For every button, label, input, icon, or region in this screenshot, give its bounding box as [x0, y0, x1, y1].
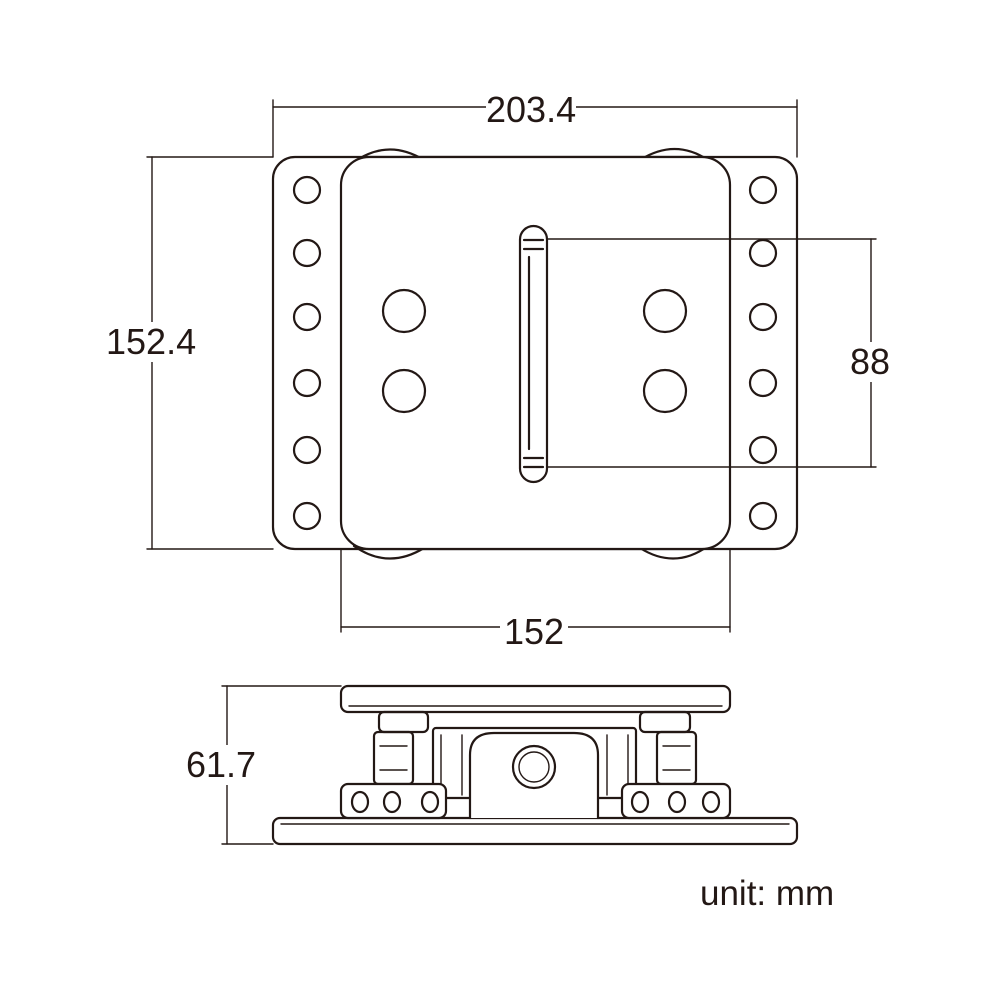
mounting-hole — [748, 175, 778, 205]
mounting-hole — [292, 175, 322, 205]
mounting-hole — [748, 302, 778, 332]
slot-outline — [518, 224, 549, 484]
left-spring-post — [372, 730, 415, 786]
mounting-hole — [748, 501, 778, 531]
large-hole — [642, 368, 688, 414]
right-bearing-block — [620, 782, 732, 820]
dimension-label-slot: 88 — [848, 341, 893, 382]
bearing-hole — [382, 790, 402, 814]
large-hole — [381, 288, 427, 334]
dimension-lines-top — [146, 99, 877, 633]
center-slot — [518, 224, 549, 484]
right-mounting-holes — [748, 175, 778, 531]
dimension-label-plate-width: 152 — [500, 612, 569, 652]
bearing-hole — [420, 790, 440, 814]
bearing-hole — [667, 790, 687, 814]
dimension-label-width: 203.4 — [486, 89, 577, 130]
mounting-hole — [292, 368, 322, 398]
mounting-hole — [748, 368, 778, 398]
center-block — [468, 731, 600, 820]
dimension-label-depth: 152.4 — [106, 321, 199, 362]
top-view — [271, 148, 799, 560]
mounting-hole — [292, 435, 322, 465]
mounting-hole — [292, 501, 322, 531]
left-bearing-block — [339, 782, 448, 820]
mounting-hole — [292, 302, 322, 332]
bearing-hole — [701, 790, 721, 814]
dimension-label-height: 61.7 — [186, 745, 261, 785]
mounting-hole — [292, 238, 322, 268]
bottom-left-bump — [352, 544, 426, 560]
right-spring-post — [655, 730, 698, 786]
mounting-hole — [748, 238, 778, 268]
top-plate-outline — [339, 155, 732, 551]
center-bolt-hole — [511, 744, 557, 790]
side-view — [271, 684, 799, 846]
side-base-plate — [271, 816, 799, 846]
unit-label: unit: mm — [700, 874, 835, 913]
left-mounting-holes — [292, 175, 322, 531]
large-hole — [381, 368, 427, 414]
bearing-hole — [630, 790, 650, 814]
mounting-hole — [748, 435, 778, 465]
side-top-plate — [339, 684, 732, 714]
large-hole — [642, 288, 688, 334]
bearing-hole — [350, 790, 370, 814]
